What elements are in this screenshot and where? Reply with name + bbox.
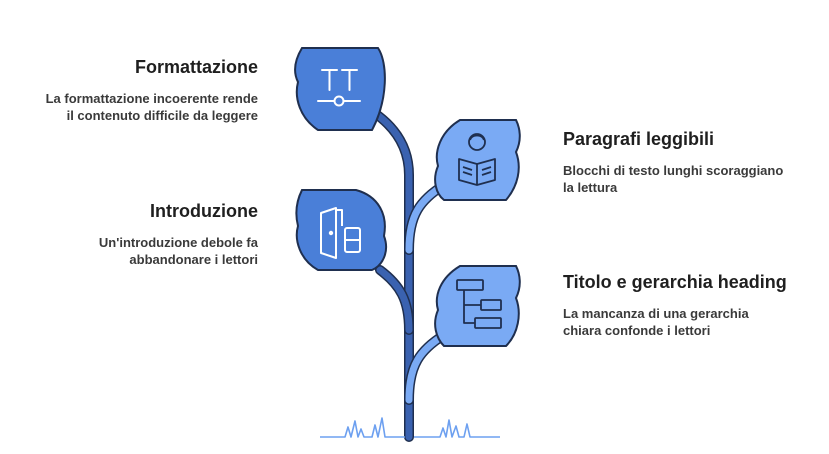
leaf-paragrafi [434, 119, 521, 201]
formattazione-title: Formattazione [134, 57, 258, 77]
door-exit-icon [320, 207, 361, 259]
introduzione-description: Un'introduzione debole fa abbandonare i … [98, 235, 258, 267]
block-introduzione: Introduzione Un'introduzione debole fa a… [99, 200, 258, 268]
paragrafi-description: Blocchi di testo lunghi scoraggiano la l… [563, 163, 784, 195]
block-gerarchia: Titolo e gerarchia heading La mancanza d… [563, 271, 787, 339]
hierarchy-icon [456, 279, 502, 329]
formattazione-description: La formattazione incoerente rende il con… [45, 91, 258, 123]
paragrafi-title: Paragrafi leggibili [563, 129, 715, 149]
gerarchia-description: La mancanza di una gerarchia chiara conf… [563, 306, 749, 338]
gerarchia-title: Titolo e gerarchia heading [563, 272, 787, 292]
introduzione-title: Introduzione [150, 201, 258, 221]
grass [320, 417, 500, 438]
person-reading-icon [458, 133, 496, 186]
block-paragrafi: Paragrafi leggibili Blocchi di testo lun… [563, 128, 783, 196]
leaf-introduzione [295, 189, 388, 271]
plant-stem [371, 109, 449, 442]
leaf-formattazione [294, 47, 386, 131]
text-format-icon [317, 69, 361, 107]
leaf-gerarchia [434, 265, 521, 347]
block-formattazione: Formattazione La formattazione incoerent… [46, 56, 258, 124]
